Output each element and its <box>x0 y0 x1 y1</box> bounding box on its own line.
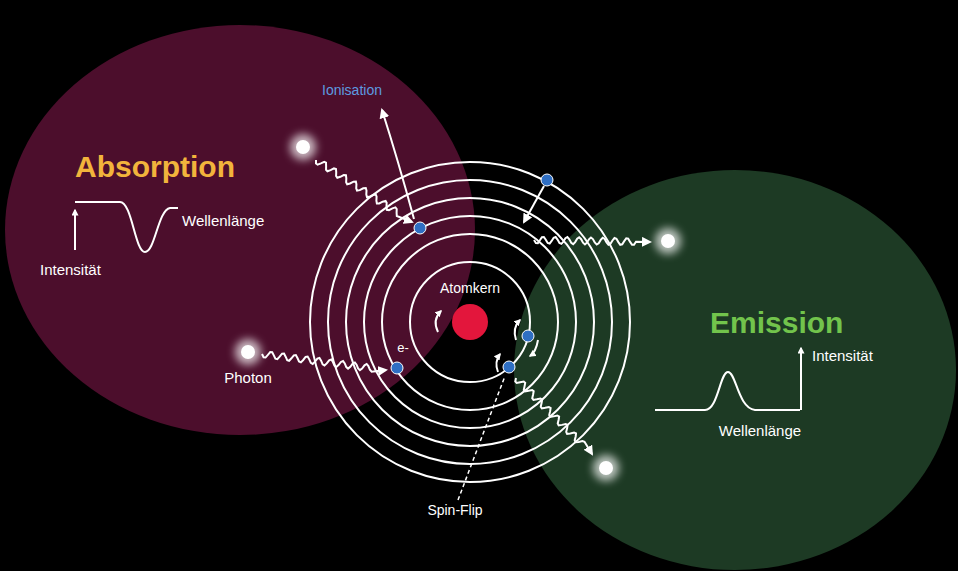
photon-wave <box>534 237 650 245</box>
axis-label: Intensität <box>812 348 873 365</box>
region-heading: Emission <box>710 306 843 339</box>
emission-spectrum <box>655 348 801 410</box>
region-outline <box>514 170 956 570</box>
region-ellipse: EmissionIntensitätWellenlänge <box>514 170 956 570</box>
region-heading: Absorption <box>75 150 235 183</box>
photon-waves <box>262 160 650 454</box>
photon-wave <box>515 378 592 454</box>
part-label: e- <box>397 341 409 355</box>
axis-label: Intensität <box>40 262 101 279</box>
absorption-spectrum <box>75 202 178 252</box>
axis-label: Wellenlänge <box>182 213 264 230</box>
orbit-rings <box>310 162 630 482</box>
spin-arrows <box>436 311 538 372</box>
process-label: Ionisation <box>322 83 382 98</box>
photon-wave <box>316 160 412 222</box>
transition-arrow <box>524 186 544 222</box>
photon-wave <box>262 352 386 372</box>
axis-label: Wellenlänge <box>719 423 801 440</box>
part-label: Photon <box>224 370 272 387</box>
photon-dots <box>235 134 681 481</box>
nucleus <box>452 304 488 340</box>
electrons <box>391 174 553 374</box>
part-label: Atomkern <box>440 281 500 296</box>
part-label: Spin-Flip <box>427 503 482 518</box>
spin-flip-leader <box>458 376 505 500</box>
